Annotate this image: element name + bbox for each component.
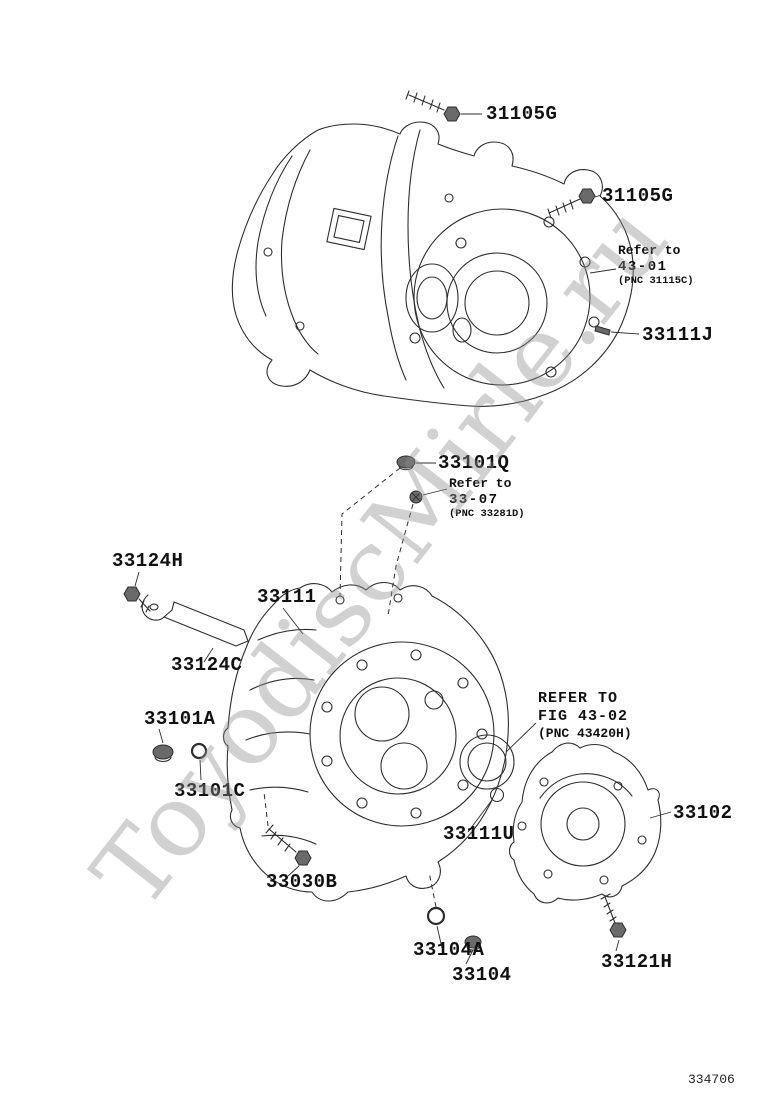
bolt-icon-33121h: [600, 893, 627, 938]
callout-33121h: 33121H: [601, 951, 673, 973]
pin-icon-33111j: [594, 325, 611, 336]
plug-icon-33101q: [396, 455, 416, 471]
callout-33101c: 33101C: [174, 780, 246, 802]
screw-icon-refer-33-07: [409, 490, 423, 504]
bolt-icon-31105g-right: [547, 188, 596, 219]
figure-number: 334706: [688, 1072, 735, 1087]
small-seal-33111u: [489, 787, 505, 803]
end-cover-drawing: [508, 742, 662, 904]
note-refer-fig-43-02-line3: (PNC 43420H): [538, 726, 632, 741]
note-refer-fig-43-02-line2: FIG 43-02: [538, 708, 629, 725]
callout-33111j: 33111J: [642, 324, 714, 346]
note-refer-33-07-line2: 33-07: [449, 491, 499, 508]
note-refer-43-01-line1: Refer to: [618, 243, 681, 258]
callout-31105g-top: 31105G: [486, 103, 558, 125]
screw-icon-33124h: [123, 586, 151, 613]
plug-icon-33101a: [152, 744, 174, 763]
transaxle-case-drawing: [222, 581, 515, 902]
callout-33111: 33111: [257, 586, 317, 608]
note-refer-43-01-line2: 43-01: [618, 258, 668, 275]
leader-lines: [134, 113, 672, 965]
callout-33101q: 33101Q: [438, 452, 510, 474]
lever-icon-33124c: [141, 594, 249, 647]
note-refer-33-07: Refer to 33-07 (PNC 33281D): [449, 476, 525, 521]
note-refer-43-01: Refer to 43-01 (PNC 31115C): [618, 243, 694, 288]
bearing-seal-ring: [459, 734, 515, 790]
callout-33111u: 33111U: [443, 823, 515, 845]
bolt-icon-33030b: [265, 824, 312, 866]
callout-33101a: 33101A: [144, 708, 216, 730]
note-refer-33-07-line3: (PNC 33281D): [449, 508, 525, 521]
callout-31105g-right: 31105G: [602, 185, 674, 207]
callout-33124h: 33124H: [112, 550, 184, 572]
callout-33104: 33104: [452, 964, 512, 986]
callout-33104a: 33104A: [413, 939, 485, 961]
note-refer-fig-43-02: REFER TO FIG 43-02 (PNC 43420H): [538, 690, 632, 742]
oring-icon-33101c: [190, 742, 208, 760]
note-refer-33-07-line1: Refer to: [449, 476, 512, 491]
upper-assembly-drawing: [231, 121, 634, 407]
note-refer-fig-43-02-line1: REFER TO: [538, 690, 619, 707]
oring-icon-33104: [426, 906, 446, 926]
bolt-icon-31105g-top: [405, 90, 461, 122]
callout-33030b: 33030B: [266, 871, 338, 893]
callout-33124c: 33124C: [171, 654, 243, 676]
note-refer-43-01-line3: (PNC 31115C): [618, 275, 694, 288]
construction-dashed-lines: [263, 467, 437, 908]
callout-33102: 33102: [673, 802, 733, 824]
